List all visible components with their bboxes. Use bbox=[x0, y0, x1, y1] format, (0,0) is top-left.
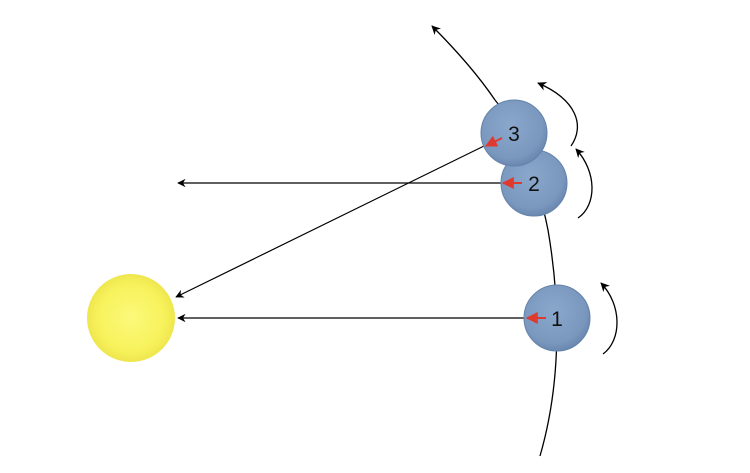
rotation-arrow-3 bbox=[537, 82, 579, 147]
orbit-direction-arrow bbox=[431, 25, 496, 101]
planet-3-to-sun-line bbox=[175, 145, 485, 298]
planet-2: 2 bbox=[500, 149, 568, 217]
planet-3-pointer-arrow bbox=[484, 135, 503, 147]
rotation-arrow-1 bbox=[600, 282, 618, 355]
planet-3-label: 3 bbox=[508, 123, 520, 146]
rotation-arrow-2 bbox=[575, 148, 593, 219]
planet-1-label: 1 bbox=[551, 308, 563, 331]
sun bbox=[87, 274, 175, 362]
planet-3: 3 bbox=[480, 99, 548, 167]
planet-3-body bbox=[480, 99, 548, 167]
planet-1-body bbox=[523, 284, 591, 352]
planet-2-label: 2 bbox=[528, 173, 540, 196]
planet-1: 1 bbox=[523, 284, 591, 352]
